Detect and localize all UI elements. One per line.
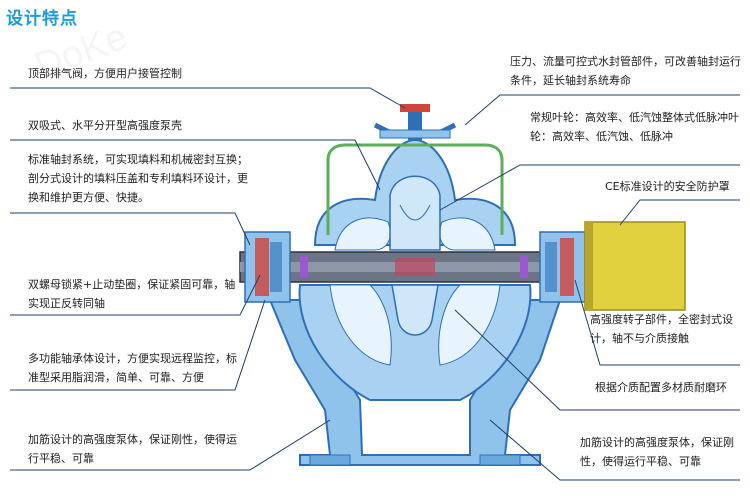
label-ribbed-casing-left: 加筋设计的高强度泵体，保证刚性，使得运行平稳、可靠 xyxy=(28,433,237,465)
label-wear-ring: 根据介质配置多材质耐磨环 xyxy=(595,381,727,394)
coupling-guard xyxy=(584,221,686,311)
pump-base xyxy=(268,299,562,466)
inner-chamber-lower-right xyxy=(438,284,501,366)
water-seal-pipes xyxy=(326,143,504,235)
vent-valve xyxy=(373,104,457,140)
label-bearing-housing: 多功能轴承体设计，方便实现远程监控，标准型采用脂润滑，简单、可靠、方便 xyxy=(28,352,237,384)
left-bearing-housing xyxy=(244,231,291,303)
label-ribbed-casing-right: 加筋设计的高强度泵体，保证刚性，使得运行平稳、可靠 xyxy=(580,436,734,468)
inner-chamber-right xyxy=(439,217,496,251)
label-water-seal-pipe: 压力、流量可控式水封管部件，可改善轴封运行条件，延长轴封系统寿命 xyxy=(510,55,741,87)
label-safety-guard: CE标准设计的安全防护罩 xyxy=(605,180,730,193)
label-impeller: 常规叶轮：高效率、低汽蚀整体式低脉冲叶轮：高效率、低汽蚀、低脉冲 xyxy=(530,111,739,143)
label-double-suction-casing: 双吸式、水平分开型高强度泵壳 xyxy=(28,119,182,132)
right-bearing-housing xyxy=(539,231,586,303)
label-shaft-seal-system: 标准轴封系统，可实现填料和机械密封互换；剖分式设计的填料压盖和专利填料环设计，更… xyxy=(28,153,248,204)
label-double-nut-lock: 双螺母锁紧+止动垫圈，保证紧固可靠，轴实现正反转同轴 xyxy=(28,278,236,310)
impeller xyxy=(389,175,441,336)
inner-chamber-lower-left xyxy=(329,284,392,366)
leader-lines-right xyxy=(439,94,740,481)
leader-lines-left xyxy=(10,87,406,471)
label-top-vent-valve: 顶部排气阀，方便用户接管控制 xyxy=(28,67,182,80)
page-title: 设计特点 xyxy=(6,9,78,29)
inner-chamber-left xyxy=(334,217,391,251)
label-rotor-assembly: 高强度转子部件，全密封式设计，轴不与介质接触 xyxy=(590,313,733,345)
